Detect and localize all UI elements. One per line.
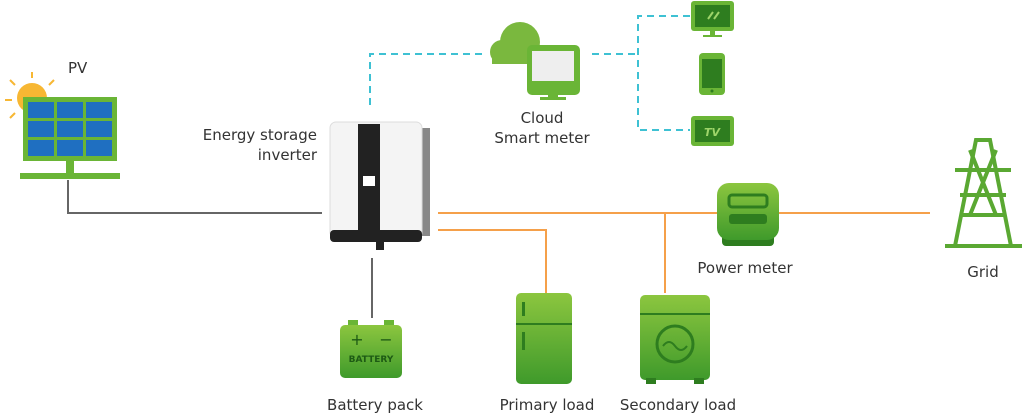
battery-icon: + − BATTERY: [340, 320, 402, 378]
washing-machine-icon: [640, 295, 710, 384]
power-meter-label: Power meter: [697, 259, 793, 277]
battery-pack-label: Battery pack: [327, 396, 423, 414]
svg-text:−: −: [379, 330, 392, 349]
pv-label: PV: [68, 59, 88, 77]
cloud-smart-meter-icon: [490, 22, 580, 100]
primary-load-label: Primary load: [499, 396, 595, 414]
cloud-label: Cloud: [520, 109, 564, 127]
solar-panel-icon: [20, 97, 120, 179]
power-meter-icon: [717, 183, 779, 246]
smartphone-icon: [699, 53, 725, 95]
inverter-label-line1: Energy storage: [202, 126, 317, 144]
tv-icon: TV: [691, 116, 734, 146]
secondary-load-label: Secondary load: [619, 396, 737, 414]
power-tower-icon: [945, 138, 1022, 248]
dc-line-pv-inverter: [67, 180, 322, 214]
refrigerator-icon: [516, 293, 572, 384]
computer-monitor-icon: [691, 1, 734, 37]
comm-lines: [369, 15, 690, 131]
tv-icon-text: TV: [704, 126, 722, 139]
inverter-label-line2: inverter: [257, 146, 317, 164]
svg-text:+: +: [350, 330, 363, 349]
smart-meter-label: Smart meter: [494, 129, 590, 147]
inverter-icon: [329, 121, 430, 250]
ac-line-primary-load: [438, 229, 547, 293]
battery-icon-text: BATTERY: [349, 355, 394, 365]
grid-label: Grid: [967, 263, 999, 281]
